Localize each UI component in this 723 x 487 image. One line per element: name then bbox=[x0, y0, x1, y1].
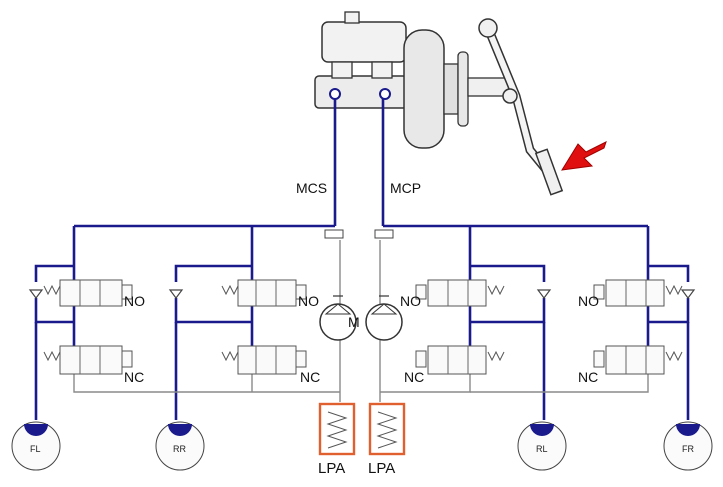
master-cylinder-icon bbox=[314, 11, 408, 109]
label-nc-rr: NC bbox=[300, 369, 320, 385]
label-mcp: MCP bbox=[390, 180, 421, 196]
valve-nc-rr bbox=[221, 345, 307, 375]
label-mcs: MCS bbox=[296, 180, 327, 196]
return-lines bbox=[73, 240, 649, 402]
valve-no-fr bbox=[593, 279, 683, 307]
valve-no-fl bbox=[43, 279, 133, 307]
label-motor: M bbox=[348, 314, 360, 330]
valve-no-rr bbox=[221, 279, 307, 307]
pump-left bbox=[319, 303, 357, 341]
wheel-fr bbox=[663, 421, 713, 471]
pipe-connectors bbox=[324, 229, 394, 239]
label-wheel-rr: RR bbox=[173, 444, 186, 454]
label-wheel-fl: FL bbox=[30, 444, 41, 454]
press-arrow-icon bbox=[561, 141, 607, 171]
wheel-rr bbox=[155, 421, 205, 471]
valve-nc-fr bbox=[593, 345, 683, 375]
label-no-fl: NO bbox=[124, 293, 145, 309]
label-wheel-fr: FR bbox=[682, 444, 694, 454]
hydraulic-lines bbox=[34, 99, 690, 420]
lpa-left bbox=[318, 402, 356, 456]
label-nc-rl: NC bbox=[404, 369, 424, 385]
label-no-fr: NO bbox=[578, 293, 599, 309]
valve-no-rl bbox=[415, 279, 505, 307]
lpa-right bbox=[368, 402, 406, 456]
label-nc-fl: NC bbox=[124, 369, 144, 385]
label-lpa-right: LPA bbox=[368, 460, 395, 477]
label-lpa-left: LPA bbox=[318, 460, 345, 477]
label-no-center-left: NO bbox=[298, 293, 319, 309]
brake-pedal-icon bbox=[478, 18, 564, 196]
pump-right bbox=[365, 303, 403, 341]
wheel-fl bbox=[11, 421, 61, 471]
label-wheel-rl: RL bbox=[536, 444, 548, 454]
valve-nc-rl bbox=[415, 345, 505, 375]
wheel-rl bbox=[517, 421, 567, 471]
valve-nc-fl bbox=[43, 345, 133, 375]
label-no-center-right: NO bbox=[400, 293, 421, 309]
check-valves bbox=[28, 289, 696, 299]
label-nc-fr: NC bbox=[578, 369, 598, 385]
